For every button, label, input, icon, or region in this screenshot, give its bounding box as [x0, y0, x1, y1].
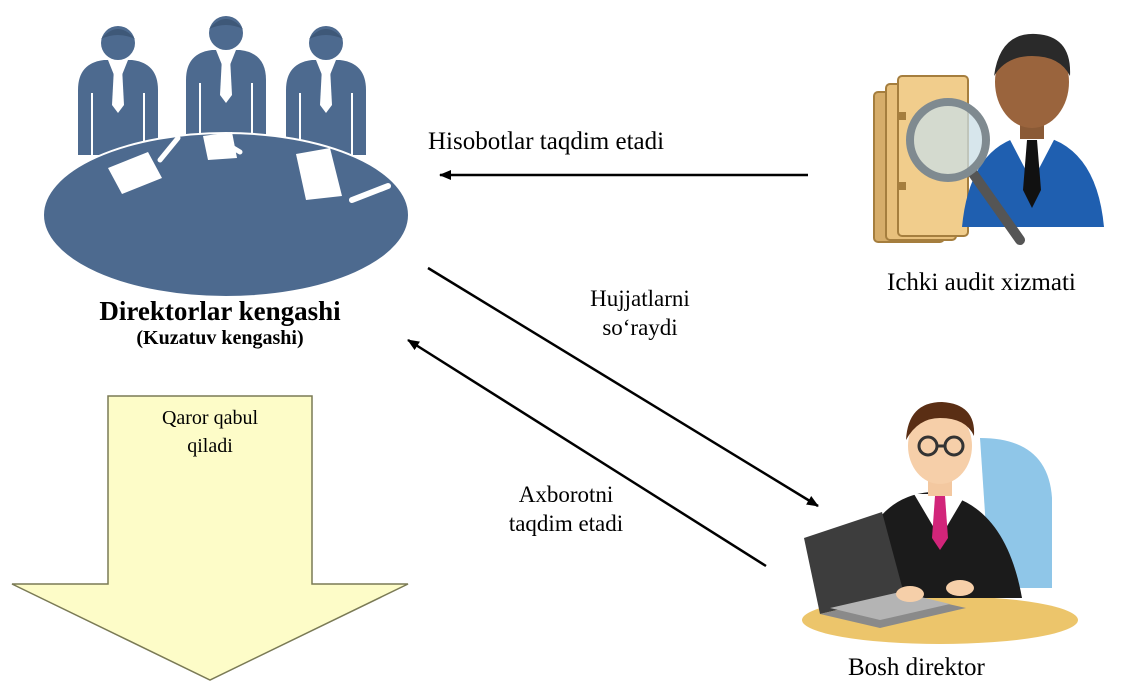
decision-arrow [11, 395, 409, 681]
provides-label-line2: taqdim etadi [508, 511, 624, 536]
reports-label: Hisobotlar taqdim etadi [428, 128, 665, 155]
decision-label-line1: Qaror qabul [161, 407, 259, 429]
auditor-icon [873, 33, 1104, 245]
requests-label: Hujjatlarni so‘raydi [550, 284, 730, 342]
paper-icon [108, 132, 342, 200]
ceo-label: Bosh direktor [848, 654, 985, 681]
board-title: Direktorlar kengashi [99, 296, 341, 326]
provides-arrow [407, 338, 767, 568]
glasses-icon [917, 435, 965, 457]
requests-arrow [427, 266, 819, 508]
requests-label-line2: so‘raydi [602, 315, 678, 340]
provides-label: Axborotni taqdim etadi [466, 480, 666, 538]
decision-label: Qaror qabul qiladi [108, 404, 312, 460]
board-title-block: Direktorlar kengashi (Kuzatuv kengashi) [60, 296, 380, 350]
board-subtitle: (Kuzatuv kengashi) [136, 327, 304, 349]
decision-label-line2: qiladi [187, 435, 233, 457]
director-at-laptop-icon [802, 402, 1078, 644]
provides-label-line1: Axborotni [518, 482, 614, 507]
magnifier-icon [906, 98, 1025, 245]
internal-audit-label: Ichki audit xizmati [887, 269, 1076, 296]
requests-label-line1: Hujjatlarni [590, 286, 690, 311]
